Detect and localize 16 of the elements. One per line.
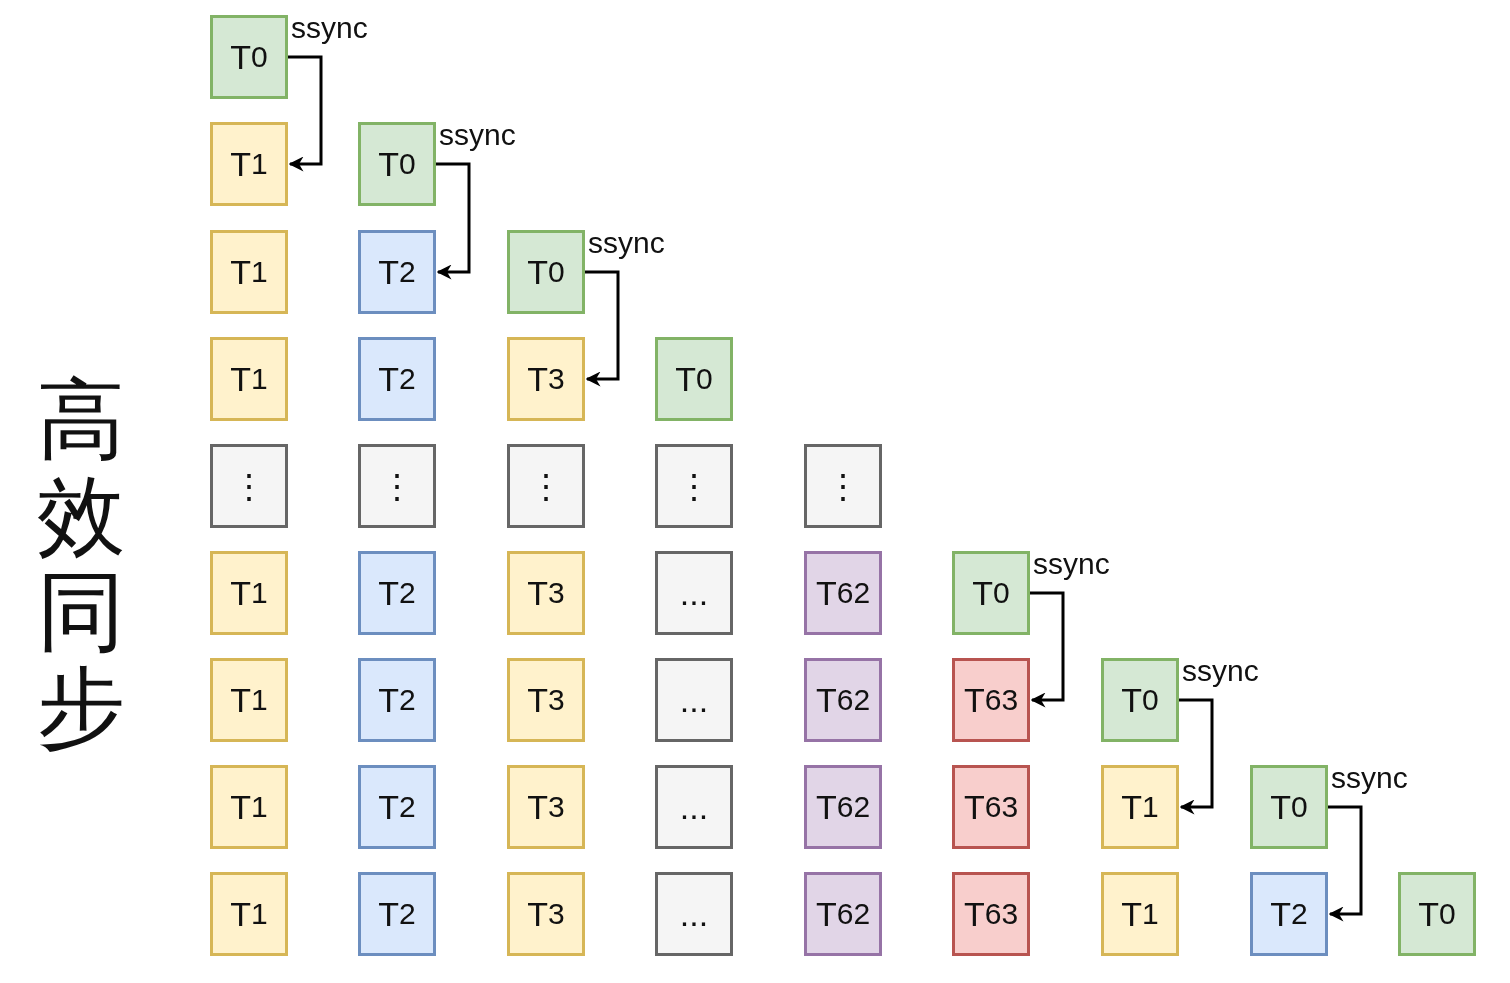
task-box: ⋮ — [655, 444, 733, 528]
task-box: ⋮ — [804, 444, 882, 528]
task-box: ⋮ — [358, 444, 436, 528]
task-box: ... — [655, 551, 733, 635]
task-box: ⋮ — [210, 444, 288, 528]
arrow — [436, 162, 471, 280]
arrow — [1179, 698, 1214, 815]
task-box: ... — [655, 872, 733, 956]
task-box: ... — [655, 658, 733, 742]
task-box: ... — [655, 765, 733, 849]
task-box: ⋮ — [507, 444, 585, 528]
side-caption: 高效同步 — [36, 372, 126, 756]
arrow — [585, 270, 620, 387]
arrow — [288, 55, 323, 172]
arrow — [1030, 591, 1065, 708]
arrow — [1328, 805, 1363, 922]
